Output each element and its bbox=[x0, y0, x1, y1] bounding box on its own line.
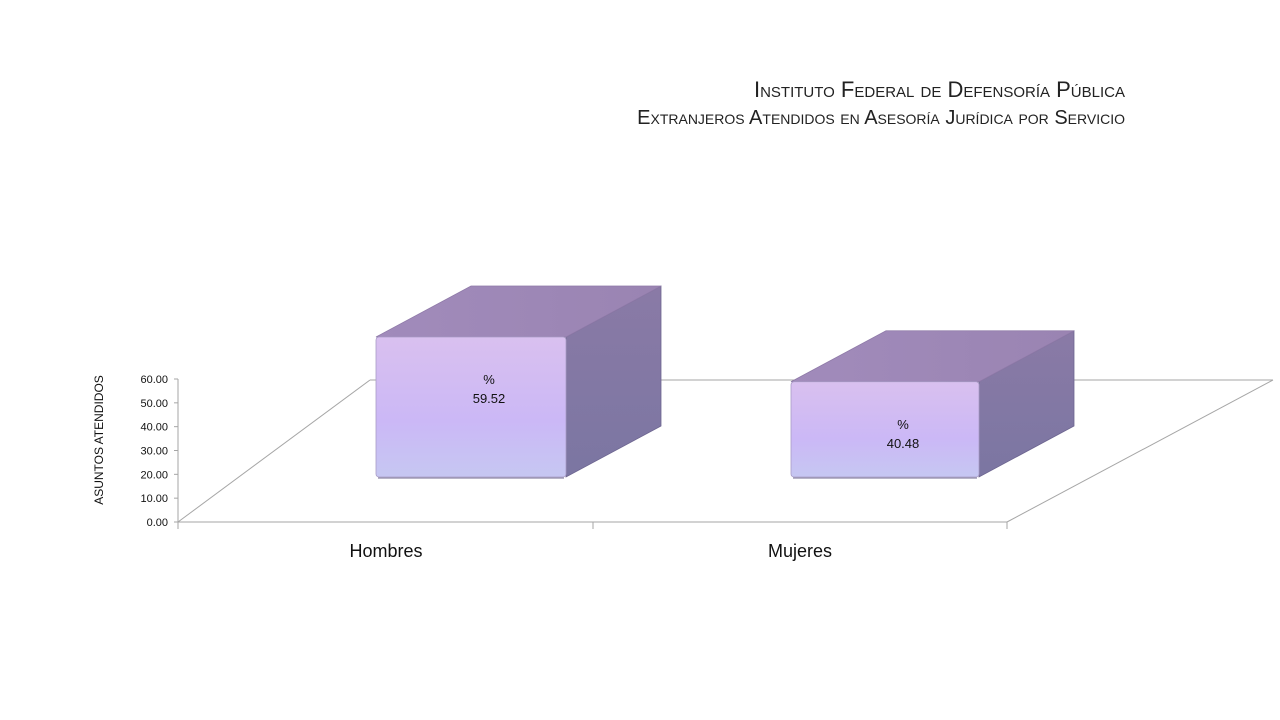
data-label-prefix: % bbox=[483, 372, 495, 387]
y-tick-label: 20.00 bbox=[140, 469, 168, 481]
labels: 0.00 10.00 20.00 30.00 40.00 50.00 60.00 ASUNTO… bbox=[92, 372, 919, 561]
floor-left-edge bbox=[177, 379, 371, 523]
bars bbox=[375, 285, 1075, 479]
y-tick-label: 10.00 bbox=[140, 493, 168, 505]
chart-title: Instituto Federal de Defensoría Pública … bbox=[637, 76, 1125, 132]
axes bbox=[174, 378, 1274, 529]
y-tick-label: 50.00 bbox=[140, 398, 168, 410]
data-label-value: 59.52 bbox=[473, 391, 506, 406]
chart-title-line1: Instituto Federal de Defensoría Pública bbox=[753, 77, 1125, 102]
bar-mujeres bbox=[790, 330, 1075, 479]
y-tick-label: 40.00 bbox=[140, 422, 168, 434]
data-label-prefix: % bbox=[897, 417, 909, 432]
y-axis-label: ASUNTOS ATENDIDOS bbox=[92, 375, 106, 505]
chart-title-line2: Extranjeros Atendidos en Asesoría Jurídi… bbox=[637, 107, 1125, 129]
category-label: Hombres bbox=[349, 541, 422, 561]
bar-hombres bbox=[375, 285, 662, 479]
bar-front-face bbox=[375, 336, 567, 478]
category-label: Mujeres bbox=[768, 541, 832, 561]
bar-front-face bbox=[790, 381, 980, 478]
y-tick-label: 30.00 bbox=[140, 446, 168, 458]
data-label-value: 40.48 bbox=[887, 436, 920, 451]
y-tick-label: 60.00 bbox=[140, 374, 168, 386]
y-tick-label: 0.00 bbox=[147, 517, 168, 529]
floor-right-edge bbox=[1006, 379, 1274, 523]
